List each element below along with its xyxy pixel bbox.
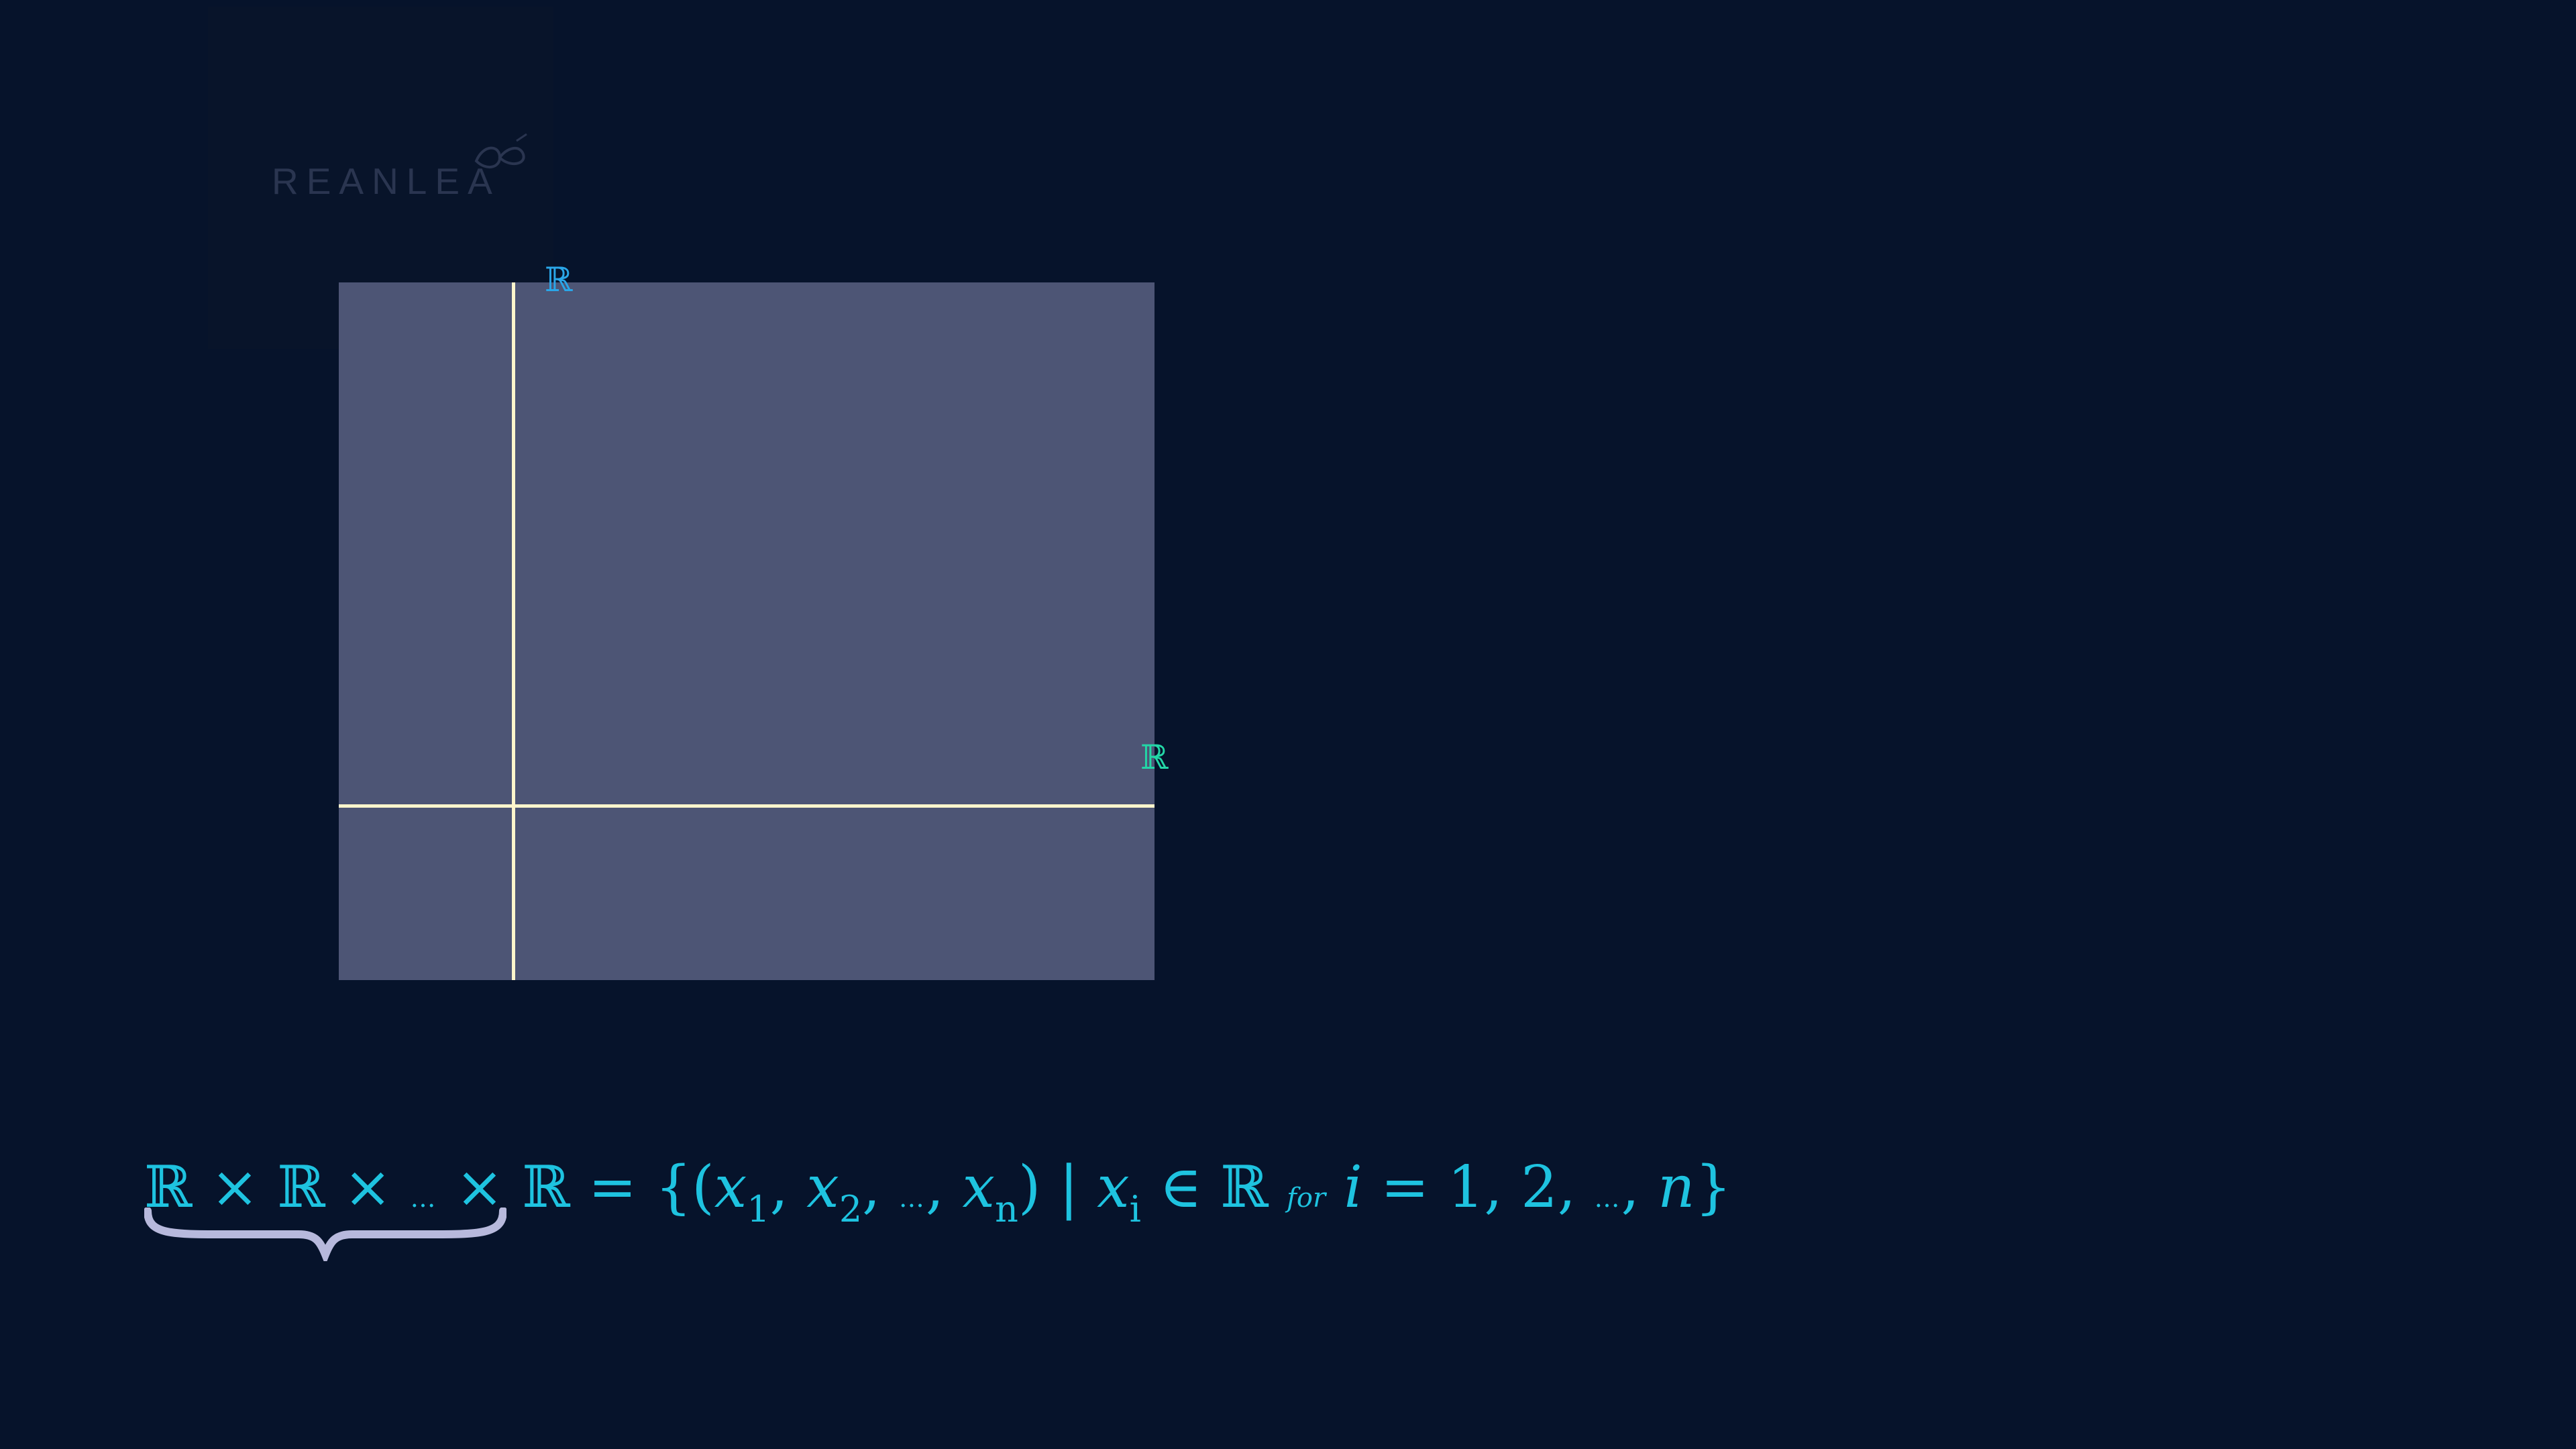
- formula-x1: x: [714, 1154, 747, 1221]
- formula-equals: =: [588, 1154, 637, 1221]
- y-axis: [512, 282, 515, 980]
- formula-bar: |: [1059, 1154, 1079, 1221]
- formula-comma3: ,: [925, 1154, 945, 1221]
- formula-subn: n: [995, 1188, 1018, 1230]
- x-axis-label: ℝ: [1140, 738, 1169, 777]
- formula-close-paren: ): [1018, 1154, 1041, 1221]
- formula-times3: ×: [455, 1154, 504, 1221]
- formula-n: n: [1658, 1154, 1695, 1221]
- formula-list: 1, 2,: [1447, 1154, 1576, 1221]
- butterfly-icon: [474, 133, 527, 168]
- formula-r2: ℝ: [277, 1154, 325, 1221]
- formula-xi: x: [1097, 1154, 1130, 1221]
- formula-r3: ℝ: [522, 1154, 570, 1221]
- formula-r1: ℝ: [144, 1154, 193, 1221]
- formula-times1: ×: [210, 1154, 259, 1221]
- formula-close: }: [1695, 1154, 1732, 1221]
- cartesian-product-formula: ℝ × ℝ × … × ℝ = {(x1, x2, …, xn) | xi ∈ …: [144, 1144, 1731, 1231]
- formula-comma2: ,: [862, 1154, 881, 1221]
- formula-eq2: =: [1381, 1154, 1430, 1221]
- formula-ellipsis3: …: [1594, 1183, 1621, 1213]
- formula-ellipsis2: …: [898, 1183, 926, 1213]
- formula-ellipsis1: …: [410, 1183, 437, 1213]
- formula-comma4: ,: [1621, 1154, 1640, 1221]
- formula-times2: ×: [343, 1154, 392, 1221]
- formula-xi-sub: i: [1129, 1188, 1141, 1230]
- formula-for: for: [1287, 1183, 1326, 1214]
- coordinate-plane: [339, 282, 1155, 980]
- formula-sub1: 1: [747, 1188, 770, 1230]
- formula-in: ∈: [1159, 1154, 1202, 1221]
- formula-xn: x: [962, 1154, 996, 1221]
- y-axis-label: ℝ: [545, 260, 573, 299]
- formula-open: {(: [655, 1154, 714, 1221]
- formula-r4: ℝ: [1220, 1154, 1269, 1221]
- formula-sub2: 2: [839, 1188, 863, 1230]
- formula-i: i: [1344, 1154, 1362, 1221]
- formula-x2: x: [806, 1154, 839, 1221]
- formula-comma1: ,: [769, 1154, 788, 1221]
- x-axis: [339, 804, 1155, 808]
- underbrace: [144, 1208, 506, 1261]
- logo-text: REANLEA: [272, 160, 500, 202]
